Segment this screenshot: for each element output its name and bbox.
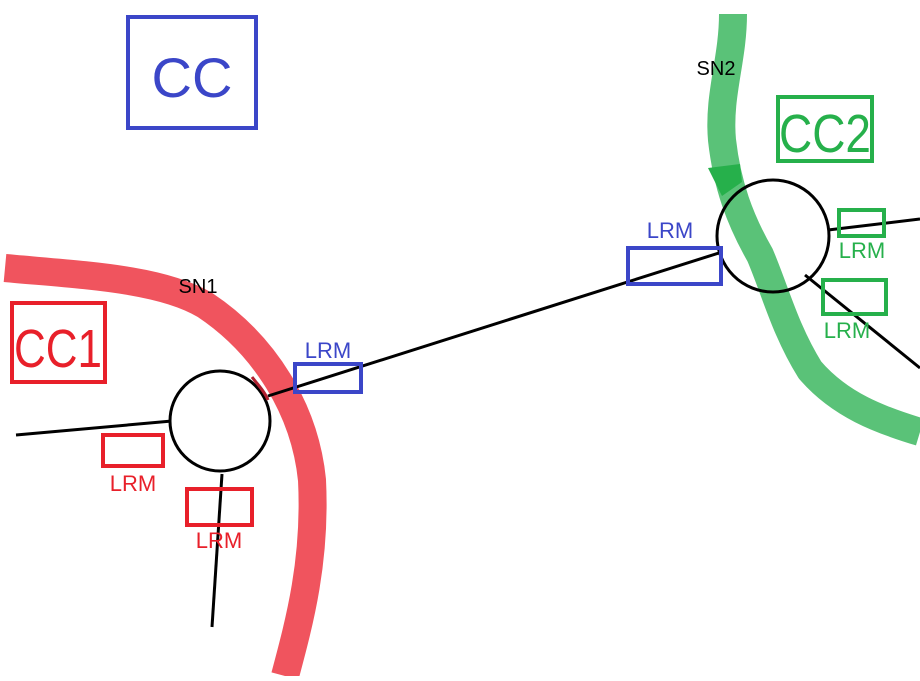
sn1-domain-band (3, 254, 327, 680)
lrm-blue-right-label: LRM (647, 218, 693, 243)
sn1-left-link (15, 419, 173, 437)
cc-box (126, 15, 258, 130)
lrm-red-bottom-label: LRM (196, 528, 242, 553)
cc2-label: CC2 (779, 104, 871, 164)
lrm-green-bottom-label: LRM (824, 318, 870, 343)
sn1-bottom-link (210, 473, 224, 628)
lrm-blue-left-label: LRM (305, 338, 351, 363)
sn2-top-right-link (827, 217, 920, 232)
lrm-red-bottom-box (185, 487, 254, 527)
sn1-band-overlap (250, 376, 270, 401)
lrm-blue-left-box (293, 362, 363, 394)
lrm-green-bottom-box (821, 278, 888, 316)
inter-domain-link (267, 250, 723, 398)
sn2-domain-band (707, 13, 920, 446)
lrm-red-left-label: LRM (110, 471, 156, 496)
cc-label: CC (152, 46, 233, 109)
cc1-box (10, 301, 107, 384)
lrm-green-top-box (837, 208, 886, 238)
lrm-red-left-box (101, 433, 165, 468)
cc2-box (776, 95, 874, 163)
sn2-label: SN2 (697, 58, 736, 80)
lrm-green-top-label: LRM (839, 238, 885, 263)
sn1-node (168, 369, 272, 473)
cc1-label: CC1 (14, 319, 102, 379)
sn2-entry-marker (708, 164, 742, 196)
sn2-node (715, 178, 831, 294)
sn1-label: SN1 (179, 276, 218, 298)
lrm-blue-right-box (626, 246, 723, 286)
